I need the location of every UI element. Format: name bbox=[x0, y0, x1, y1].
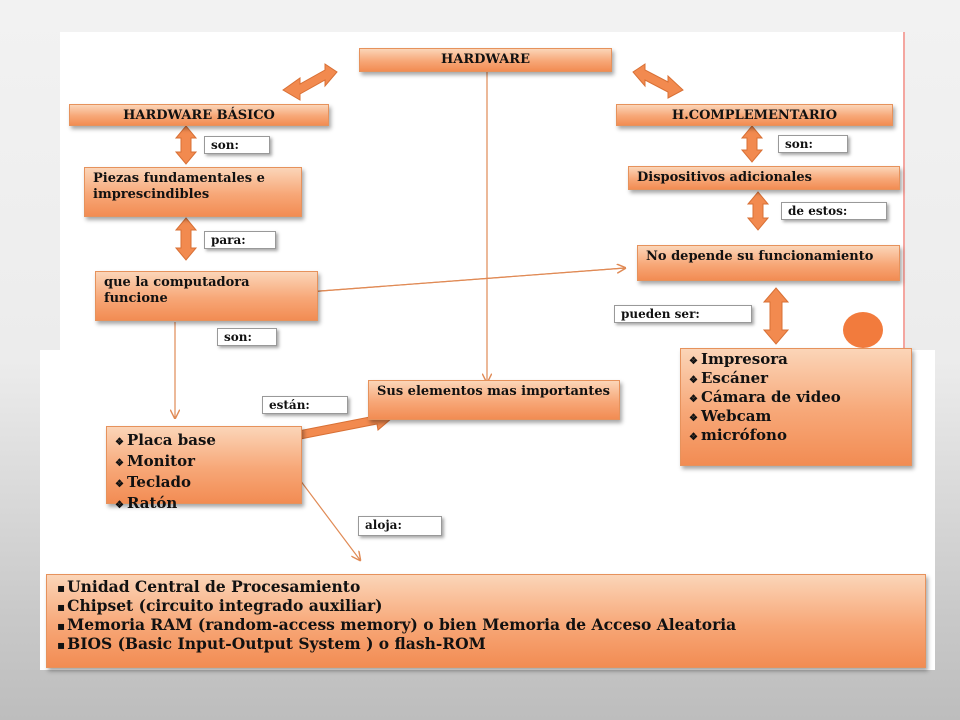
accent-circle bbox=[843, 312, 883, 348]
list-item-raton: Ratón bbox=[115, 494, 293, 515]
vertical-arrow-left-1 bbox=[174, 125, 198, 165]
label-pueden-ser: pueden ser: bbox=[614, 305, 752, 323]
computadora-box: que la computadora funcione bbox=[95, 271, 318, 321]
label-son-right: son: bbox=[778, 135, 848, 153]
list-item-placa: Placa base bbox=[115, 431, 293, 452]
list-item-camara: Cámara de video bbox=[689, 389, 903, 408]
vertical-arrow-right-3 bbox=[762, 287, 790, 345]
complementary-items-box: Impresora Escáner Cámara de video Webcam… bbox=[680, 348, 912, 466]
h-complementario: H.COMPLEMENTARIO bbox=[616, 104, 893, 126]
list-item-escaner: Escáner bbox=[689, 370, 903, 389]
motherboard-components-box: Unidad Central de Procesamiento Chipset … bbox=[46, 574, 926, 668]
hardware-basico: HARDWARE BÁSICO bbox=[69, 104, 329, 126]
label-son-left-2: son: bbox=[217, 328, 277, 346]
list-item-cpu: Unidad Central de Procesamiento bbox=[57, 578, 915, 597]
list-item-webcam: Webcam bbox=[689, 408, 903, 427]
vertical-arrow-right-2 bbox=[746, 191, 770, 231]
list-item-microfono: micrófono bbox=[689, 427, 903, 446]
label-estan: están: bbox=[262, 396, 348, 414]
hardware-root: HARDWARE bbox=[359, 48, 612, 72]
vertical-arrow-right-1 bbox=[740, 125, 764, 163]
no-depende-box: No depende su funcionamiento bbox=[637, 245, 900, 281]
list-item-bios: BIOS (Basic Input-Output System ) o flas… bbox=[57, 635, 915, 654]
dispositivos-box: Dispositivos adicionales bbox=[628, 166, 900, 190]
label-de-estos: de estos: bbox=[781, 202, 887, 220]
list-item-teclado: Teclado bbox=[115, 473, 293, 494]
list-item-ram: Memoria RAM (random-access memory) o bie… bbox=[57, 616, 915, 635]
basic-items-box: Placa base Monitor Teclado Ratón bbox=[106, 426, 302, 512]
list-item-monitor: Monitor bbox=[115, 452, 293, 473]
double-arrow-left bbox=[282, 63, 338, 101]
label-aloja: aloja: bbox=[358, 516, 442, 536]
double-arrow-right bbox=[632, 63, 684, 99]
elementos-box: Sus elementos mas importantes bbox=[368, 380, 620, 420]
right-border-line bbox=[903, 32, 905, 352]
label-son-left: son: bbox=[204, 136, 270, 154]
list-item-chipset: Chipset (circuito integrado auxiliar) bbox=[57, 597, 915, 616]
label-para: para: bbox=[204, 231, 276, 249]
vertical-arrow-left-2 bbox=[174, 217, 198, 261]
list-item-impresora: Impresora bbox=[689, 351, 903, 370]
piezas-box: Piezas fundamentales e imprescindibles bbox=[84, 167, 302, 217]
